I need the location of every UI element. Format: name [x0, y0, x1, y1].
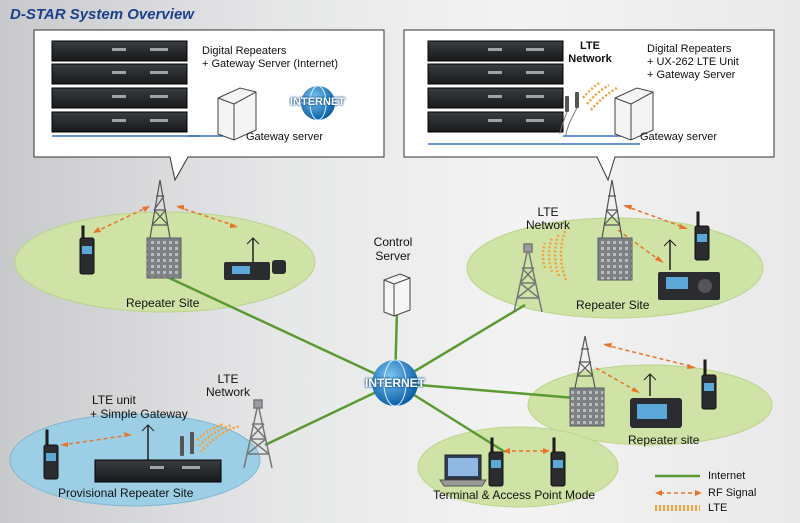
right-repeater-tower: [597, 179, 633, 281]
right-lte-antennas: [559, 92, 579, 137]
mobile-radio-left: [224, 237, 286, 280]
callout-left-line-2: + Gateway Server (Internet): [202, 58, 339, 70]
legend-lte-label: LTE: [708, 502, 728, 514]
small-repeater-tower: [569, 335, 605, 427]
left-internet-label: INTERNET: [290, 96, 345, 108]
terminal-site-area: [417, 426, 619, 508]
left-gateway-server: [217, 87, 257, 141]
provisional-site-label: Provisional Repeater Site: [58, 486, 194, 500]
legend-marks: [655, 474, 702, 511]
left-repeater-racks: [51, 40, 188, 133]
terminal-site-label: Terminal & Access Point Mode: [433, 488, 596, 502]
lte-network-right-label-1: LTE: [537, 205, 559, 219]
callout-right-line-1: Digital Repeaters: [647, 43, 732, 55]
repeater-site-small-label: Repeater site: [628, 433, 700, 447]
callout-right-line-3: + Gateway Server: [647, 69, 736, 81]
callout-lte-label-2: Network: [568, 53, 612, 65]
lte-network-right-label-2: Network: [525, 218, 570, 232]
lte-tower-right: [513, 243, 543, 313]
lte-unit-label-2: + Simple Gateway: [90, 407, 188, 421]
left-repeater-tower: [146, 179, 182, 279]
handheld-radios: [43, 211, 717, 487]
left-internet-globe: [301, 85, 335, 121]
lte-tower-bottom: [243, 399, 273, 469]
legend-internet-label: Internet: [708, 470, 746, 482]
callout-right-line-2: + UX-262 LTE Unit: [647, 56, 739, 68]
right-repeater-racks: [427, 40, 564, 133]
control-server-label-1: Control: [373, 235, 413, 249]
lte-unit-label-1: LTE unit: [92, 393, 136, 407]
left-gateway-server-label: Gateway server: [246, 131, 324, 143]
internet-links: [164, 274, 576, 454]
lte-signal-right: [541, 227, 568, 281]
callout-left-line-1: Digital Repeaters: [202, 45, 287, 57]
control-server-label-2: Server: [375, 249, 411, 263]
mobile-radio-small-site: [630, 373, 682, 428]
lte-signal-bottom: [196, 422, 241, 453]
callout-lte-label-1: LTE: [580, 40, 600, 52]
provisional-repeater-unit: [94, 424, 222, 483]
laptop: [439, 454, 487, 487]
base-station-radio-right: [658, 239, 720, 300]
rf-arrowheads: [60, 205, 696, 454]
right-repeater-site-label: Repeater Site: [576, 298, 650, 312]
lte-signal-callout: [582, 80, 618, 111]
control-server: [383, 273, 411, 317]
left-repeater-site-label: Repeater Site: [126, 296, 200, 310]
central-internet-globe: [372, 359, 418, 407]
lte-network-bottom-label-2: Network: [205, 385, 250, 399]
rf-signal-arrows: [61, 205, 695, 452]
right-gateway-server: [614, 87, 654, 141]
central-internet-label: INTERNET: [365, 376, 425, 390]
lte-network-bottom-label-1: LTE: [217, 372, 239, 386]
legend-rf-label: RF Signal: [708, 487, 757, 499]
diagram-title: D-STAR System Overview: [10, 6, 194, 23]
right-gateway-server-label: Gateway server: [640, 131, 718, 143]
